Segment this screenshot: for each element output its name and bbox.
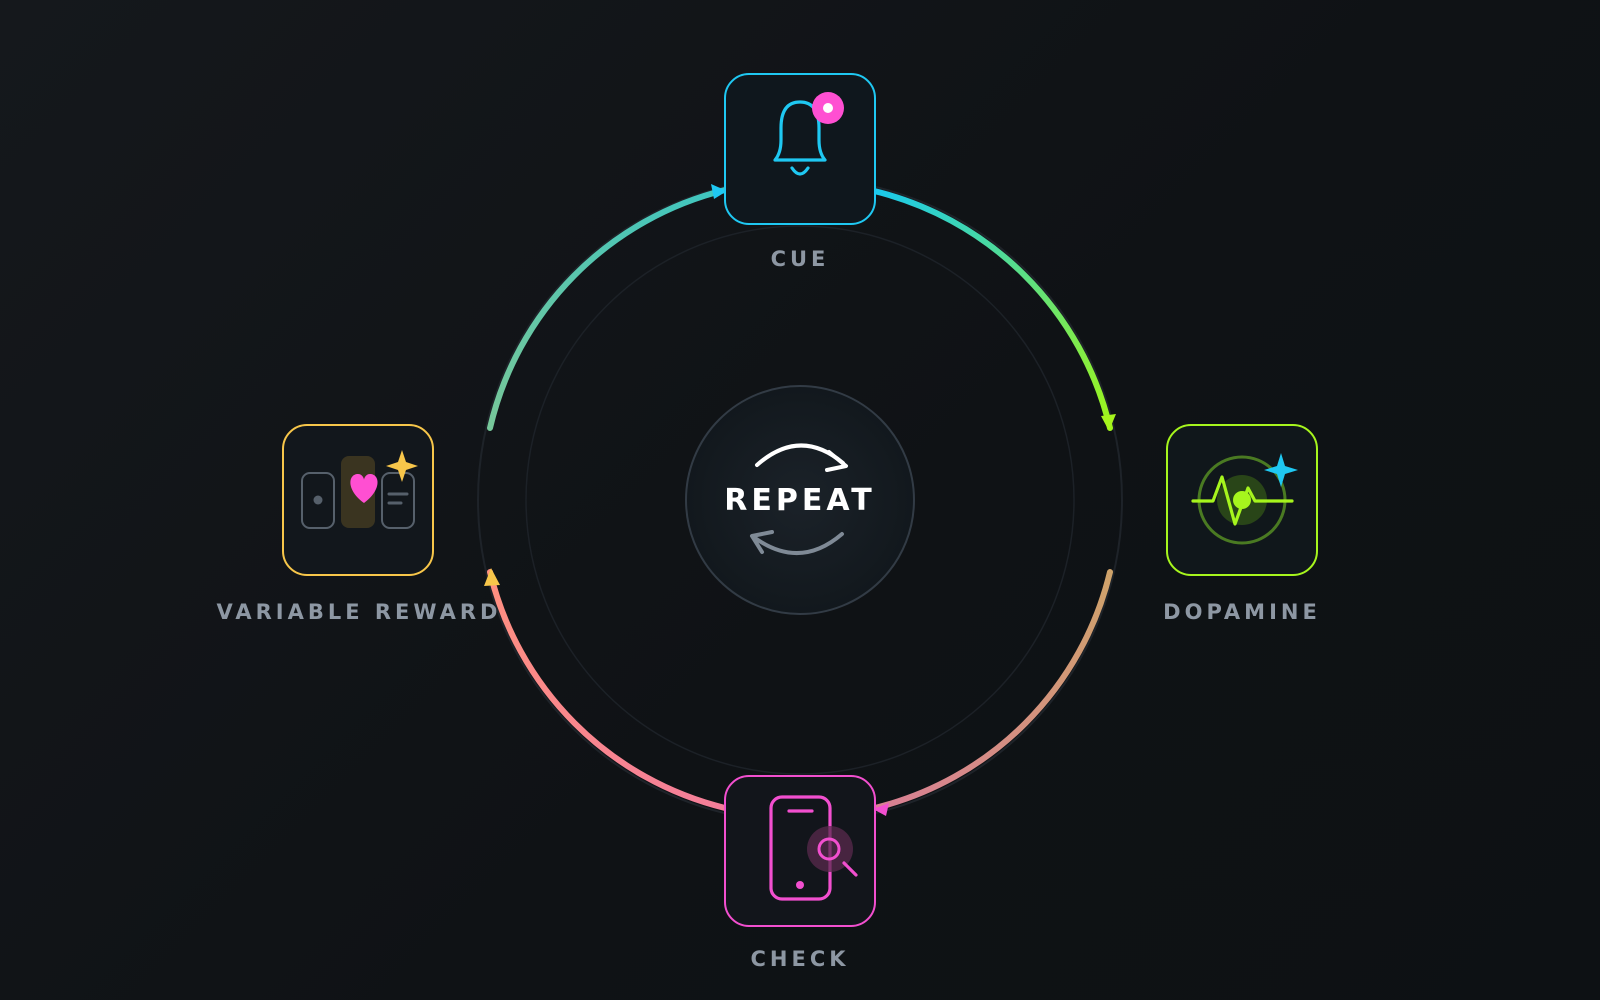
- center-repeat-node: REPEAT: [685, 385, 915, 615]
- node-variable-reward: VARIABLE REWARD: [217, 424, 502, 624]
- heart-icon: [350, 474, 378, 503]
- arrowhead-into-dopamine: [1101, 414, 1116, 431]
- node-check: CHECK: [724, 775, 876, 971]
- arrowhead-into-reward: [484, 568, 500, 586]
- center-label: REPEAT: [724, 483, 875, 518]
- node-cue-box: [724, 73, 876, 225]
- magnifier-icon: [807, 826, 858, 877]
- star-sparkle-icon: [386, 450, 418, 482]
- arrowhead-into-check: [873, 803, 889, 816]
- repeat-back-arrow-icon: [750, 530, 844, 556]
- repeat-forward-arrow-icon: [755, 443, 848, 472]
- sparkle-icon: [1264, 453, 1298, 487]
- inner-guide-ring: [525, 225, 1075, 775]
- arrowhead-into-cue: [711, 184, 727, 199]
- arc-reward-to-cue: [487, 187, 728, 431]
- arc-check-to-reward: [487, 569, 728, 811]
- node-cue-label: CUE: [771, 247, 830, 271]
- arc-cue-to-dopamine: [867, 187, 1113, 431]
- node-check-box: [724, 775, 876, 927]
- notification-dot-icon: [812, 92, 844, 124]
- node-dopamine: DOPAMINE: [1163, 424, 1321, 624]
- node-variable-reward-label: VARIABLE REWARD: [217, 600, 502, 624]
- arc-dopamine-to-check: [872, 569, 1113, 811]
- bell-icon: [773, 100, 827, 176]
- node-cue: CUE: [724, 73, 876, 271]
- node-check-label: CHECK: [750, 947, 849, 971]
- node-dopamine-label: DOPAMINE: [1163, 600, 1321, 624]
- pulse-icon: [1191, 455, 1294, 545]
